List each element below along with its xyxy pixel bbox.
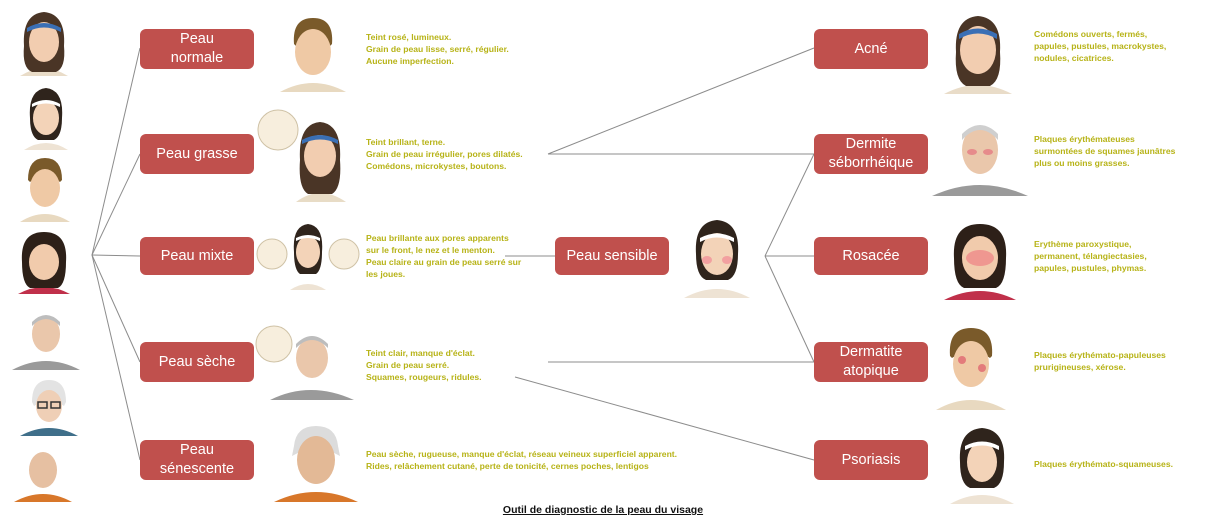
face-icon (684, 220, 750, 298)
desc-rosacee: Erythème paroxystique, permanent, télang… (1034, 239, 1147, 273)
face-icon (20, 158, 70, 222)
box-peau-grasse[interactable]: Peau grasse (140, 134, 254, 174)
face-icon (257, 109, 346, 202)
face-icon (20, 380, 78, 436)
face-icon (932, 125, 1028, 196)
face-icon (12, 315, 80, 370)
box-dermite-seborrheique[interactable]: Dermite séborrhéique (814, 134, 928, 174)
desc-peau-grasse: Teint brillant, terne. Grain de peau irr… (366, 137, 523, 171)
face-icon (18, 232, 70, 294)
face-icon (24, 88, 68, 150)
desc-peau-seche: Teint clair, manque d'éclat. Grain de pe… (366, 348, 482, 382)
box-peau-normale[interactable]: Peau normale (140, 29, 254, 69)
desc-peau-senescente: Peau sèche, rugueuse, manque d'éclat, ré… (366, 449, 678, 471)
box-peau-sensible[interactable]: Peau sensible (555, 237, 669, 275)
desc-peau-mixte: Peau brillante aux pores apparents sur l… (366, 233, 522, 279)
face-icon (256, 224, 360, 290)
face-icon (280, 18, 346, 92)
box-dermatite-atopique[interactable]: Dermatite atopique (814, 342, 928, 382)
box-peau-senescente[interactable]: Peau sénescente (140, 440, 254, 480)
face-icon (944, 16, 1012, 94)
box-acne[interactable]: Acné (814, 29, 928, 69)
box-psoriasis[interactable]: Psoriasis (814, 440, 928, 480)
face-icon (944, 224, 1016, 300)
box-peau-seche[interactable]: Peau sèche (140, 342, 254, 382)
face-icon (274, 426, 358, 502)
face-icon (255, 325, 354, 400)
face-icon (20, 12, 68, 76)
face-icon (950, 428, 1014, 504)
box-peau-mixte[interactable]: Peau mixte (140, 237, 254, 275)
desc-psoriasis: Plaques érythémato-squameuses. (1034, 459, 1173, 469)
face-icon (14, 452, 72, 502)
diagram-caption: Outil de diagnostic de la peau du visage (502, 504, 704, 516)
box-rosacee[interactable]: Rosacée (814, 237, 928, 275)
desc-dermite-seborrheique: Plaques érythémateuses surmontées de squ… (1034, 134, 1176, 168)
desc-dermatite-atopique: Plaques érythémato-papuleuses prurigineu… (1034, 350, 1166, 372)
desc-peau-normale: Teint rosé, lumineux. Grain de peau liss… (366, 32, 509, 66)
desc-acne: Comédons ouverts, fermés, papules, pustu… (1034, 29, 1167, 63)
face-icon (936, 328, 1006, 410)
